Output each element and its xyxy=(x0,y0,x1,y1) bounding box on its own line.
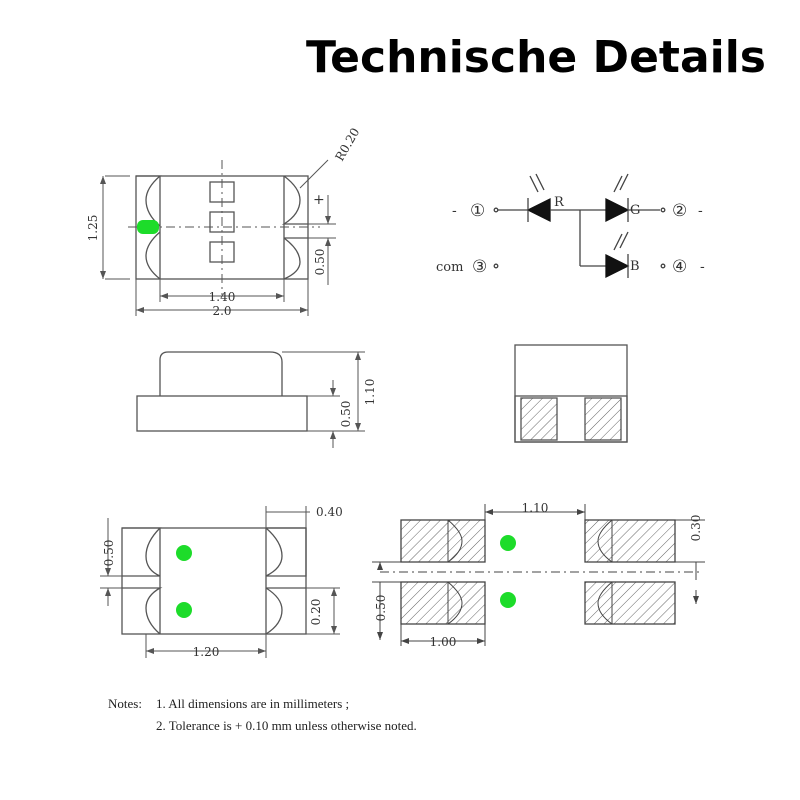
led-g-symbol xyxy=(605,197,630,223)
outer-width-label: 2.0 xyxy=(212,304,231,318)
top-view xyxy=(100,159,336,316)
end-view xyxy=(514,344,628,443)
footprint-pad-tl xyxy=(400,519,486,563)
side-view-base xyxy=(136,395,308,432)
label-b: B xyxy=(630,259,640,274)
end-view-pad-right xyxy=(584,397,622,441)
label-r: R xyxy=(554,195,565,210)
bottom-view-body xyxy=(121,527,307,635)
schematic xyxy=(493,173,666,279)
led-b-symbol xyxy=(605,253,630,279)
bottom-pad-span-label: 1.20 xyxy=(193,645,220,659)
notes: Notes: 1. All dimensions are in millimet… xyxy=(108,693,417,737)
pin-2: ② xyxy=(672,201,687,221)
side-view-lens xyxy=(159,351,283,396)
bottom-dot-top xyxy=(176,545,192,561)
bottom-dot-bottom xyxy=(176,602,192,618)
footprint-pad-width-label: 1.00 xyxy=(430,635,457,649)
label-g: G xyxy=(630,203,640,218)
footprint-pad-tr xyxy=(584,519,676,563)
side-view xyxy=(136,351,365,448)
footprint-pad-gap-label: 0.50 xyxy=(374,595,388,622)
footprint-dot-top xyxy=(500,535,516,551)
led-r-symbol xyxy=(526,197,551,223)
left-minus: - xyxy=(452,203,457,219)
footprint-pad-height-label: 0.30 xyxy=(689,515,703,542)
right-minus-bottom: - xyxy=(700,259,705,275)
side-base-label: 0.50 xyxy=(339,401,353,428)
notes-line-2: 2. Tolerance is + 0.10 mm unless otherwi… xyxy=(156,718,417,733)
side-total-label: 1.10 xyxy=(363,379,377,406)
notes-line-1: 1. All dimensions are in millimeters ; xyxy=(156,696,350,711)
com-label: com xyxy=(436,260,463,275)
footprint-pad-bl xyxy=(400,581,486,625)
pin-4: ④ xyxy=(672,257,687,277)
notes-label: Notes: xyxy=(108,696,142,711)
plus-label: + xyxy=(313,192,325,208)
bottom-pad-width-label: 0.40 xyxy=(316,505,343,519)
radius-label: R0.20 xyxy=(332,126,362,164)
footprint-pad-br xyxy=(584,581,676,625)
pin-3: ③ xyxy=(472,257,487,277)
bottom-gap-label: 0.50 xyxy=(102,540,116,567)
footprint xyxy=(372,504,705,646)
height-label: 1.25 xyxy=(86,215,100,242)
right-minus-top: - xyxy=(698,203,703,219)
inner-width-label: 1.40 xyxy=(209,290,236,304)
page-title: Technische Details xyxy=(305,32,766,83)
pad-gap-label: 0.50 xyxy=(313,249,327,276)
pin-1: ① xyxy=(470,201,485,221)
polarity-mark-green xyxy=(137,220,159,234)
bottom-pad-height-label: 0.20 xyxy=(309,599,323,626)
footprint-dot-bottom xyxy=(500,592,516,608)
end-view-pad-left xyxy=(520,397,558,441)
bottom-view xyxy=(100,506,340,658)
footprint-center-gap-label: 1.10 xyxy=(522,501,549,515)
